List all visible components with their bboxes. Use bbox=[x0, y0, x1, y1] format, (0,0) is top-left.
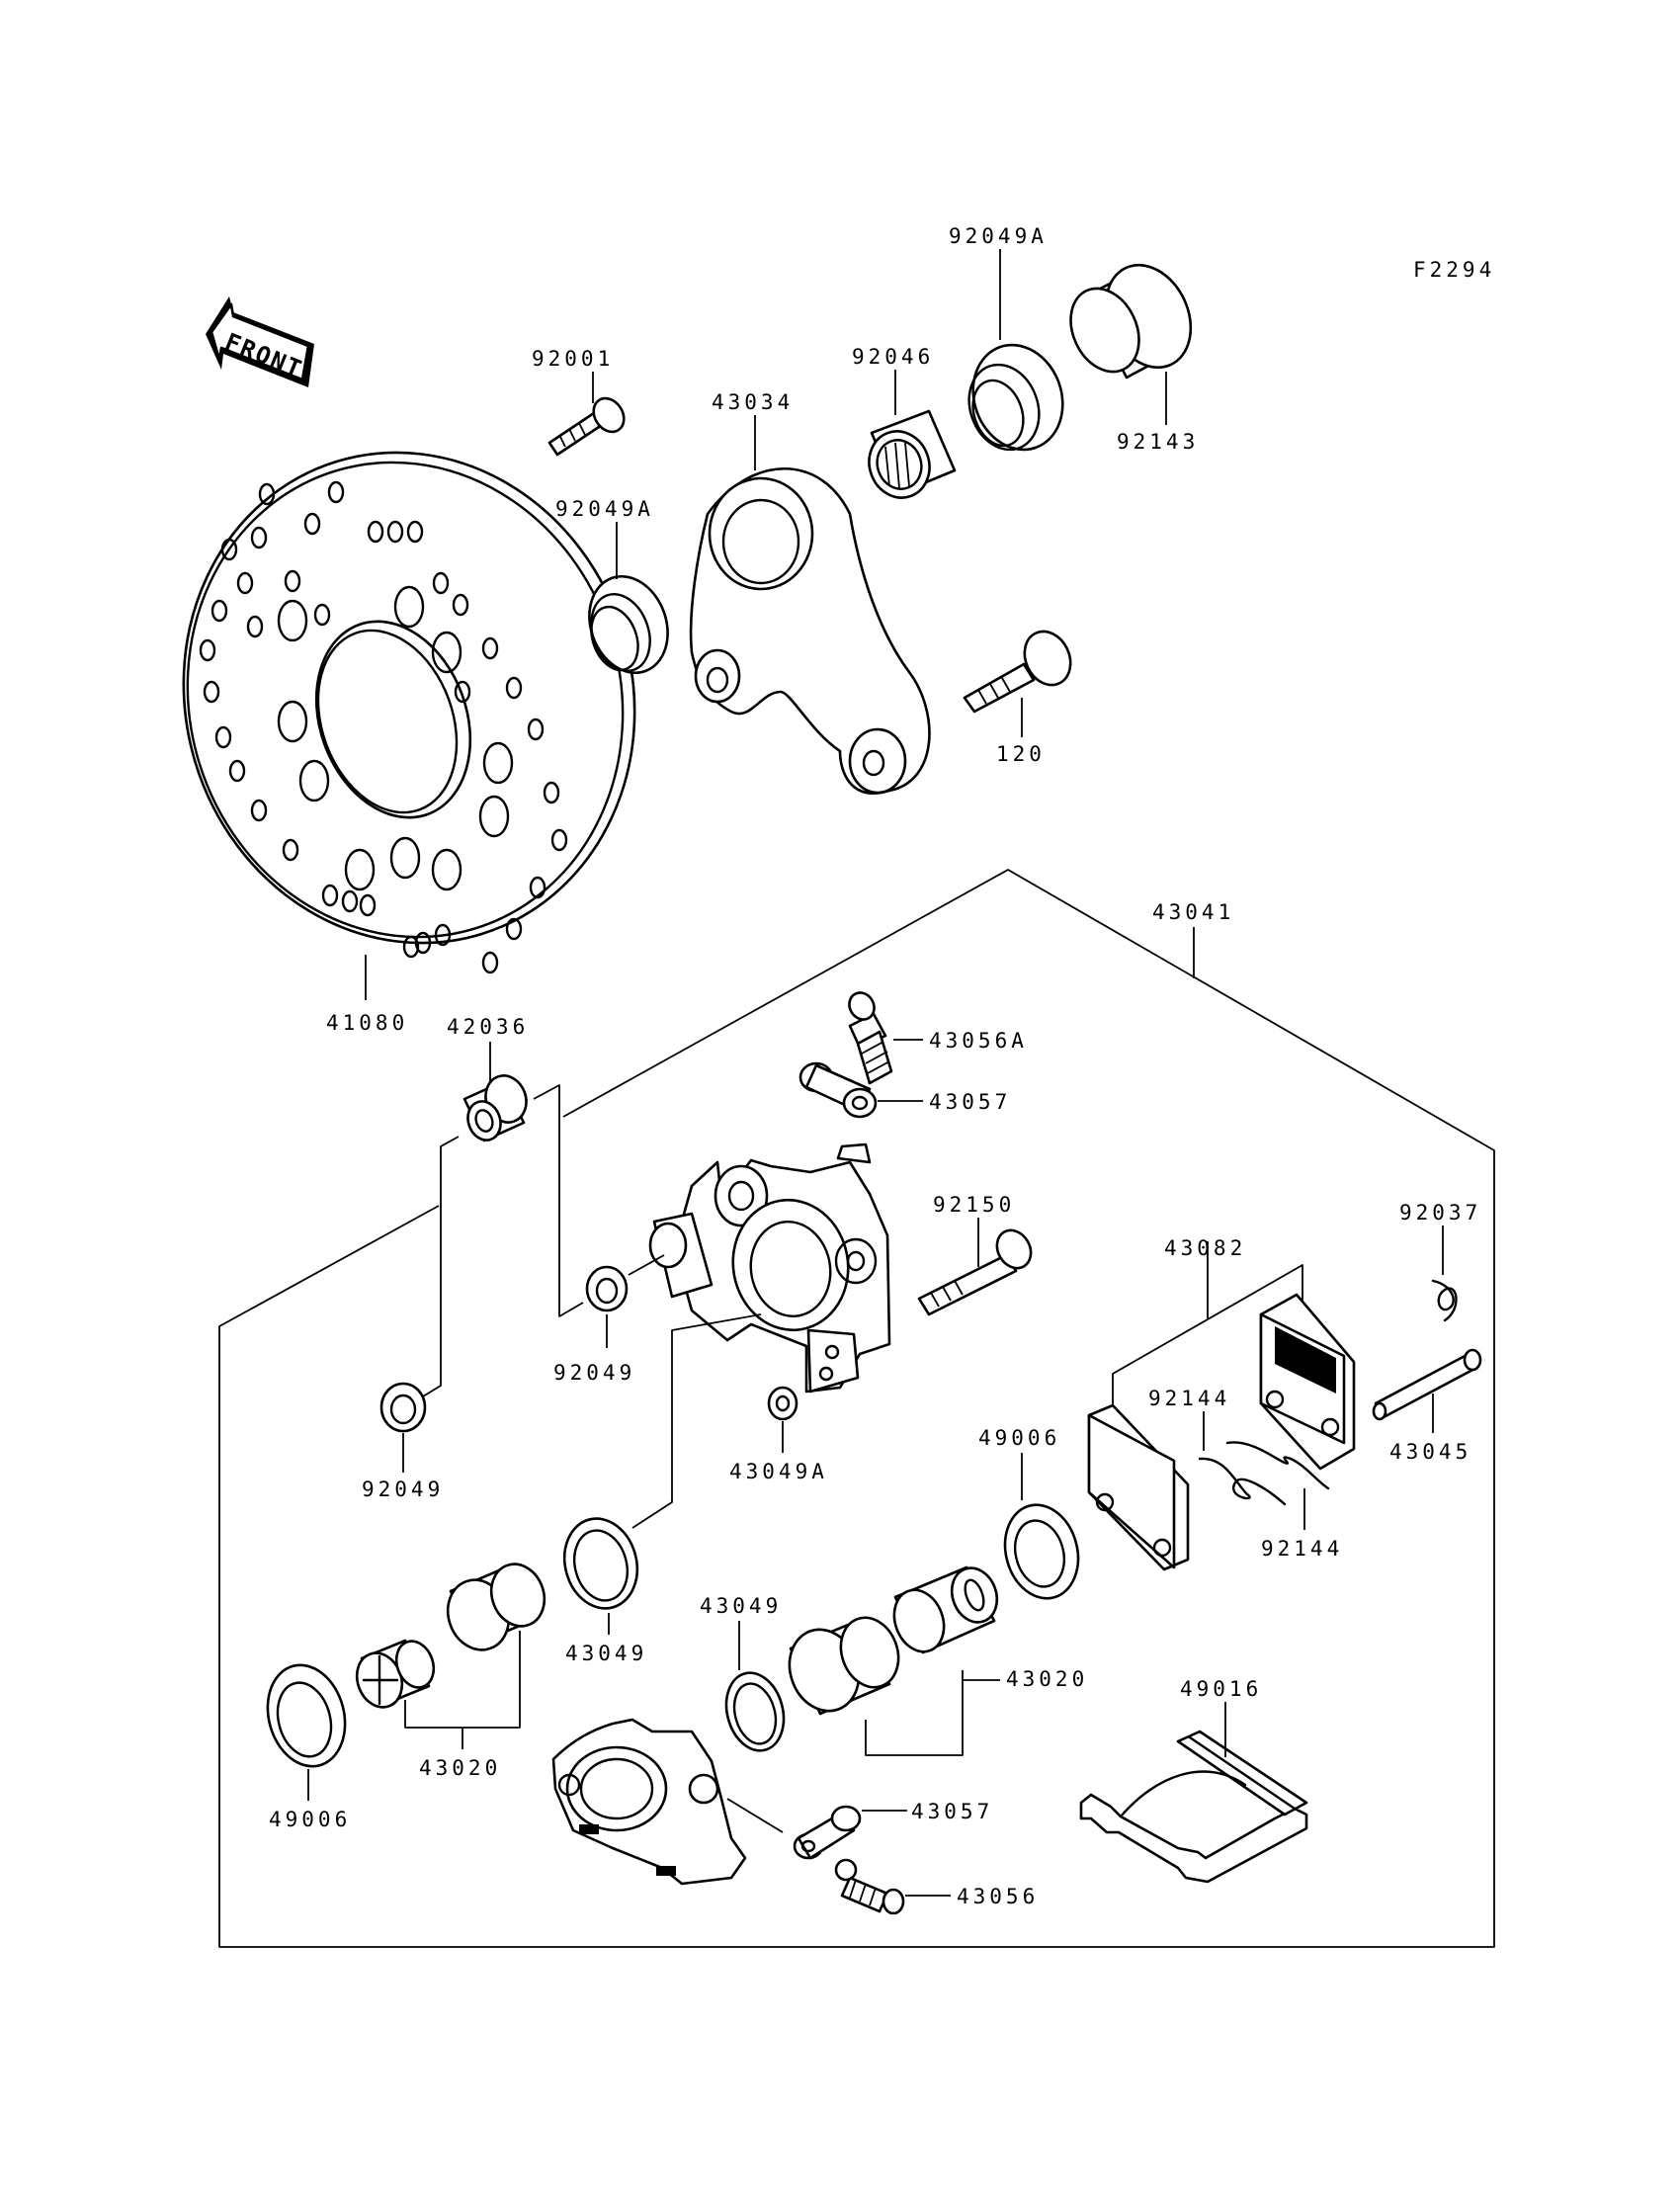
seal-92049-middle bbox=[585, 1265, 629, 1312]
bleed-valve-43056A bbox=[848, 991, 893, 1085]
callout-43057-top: 43057 bbox=[929, 1090, 1011, 1114]
brake-pad-outer bbox=[1087, 1403, 1190, 1571]
bleed-cap-43057-bottom bbox=[793, 1805, 862, 1860]
callout-43034: 43034 bbox=[712, 390, 794, 414]
callout-92144-a: 92144 bbox=[1148, 1387, 1230, 1410]
collar-42036 bbox=[462, 1074, 528, 1142]
callout-92150: 92150 bbox=[933, 1193, 1015, 1217]
callout-43020-right: 43020 bbox=[1006, 1667, 1088, 1691]
bolt-120 bbox=[963, 630, 1072, 714]
callout-43041: 43041 bbox=[1152, 900, 1234, 924]
torque-link-43034 bbox=[689, 467, 931, 795]
callout-43020-left: 43020 bbox=[419, 1756, 501, 1780]
front-direction-arrow: FRONT bbox=[206, 296, 314, 387]
callout-41080: 41080 bbox=[326, 1011, 408, 1035]
callout-43049A: 43049A bbox=[729, 1460, 828, 1483]
callout-92049-left: 92049 bbox=[362, 1478, 444, 1501]
pad-spring-a bbox=[1198, 1457, 1287, 1506]
seal-92049-left bbox=[379, 1382, 427, 1433]
seal-43049-right bbox=[724, 1671, 786, 1752]
callout-92144-b: 92144 bbox=[1261, 1537, 1343, 1561]
callout-43049-left: 43049 bbox=[565, 1642, 647, 1665]
piston-43020-right bbox=[788, 1616, 900, 1716]
bleed-valve-43056 bbox=[834, 1858, 905, 1915]
piston-43020-left bbox=[446, 1563, 546, 1651]
seal-92049A-middle bbox=[588, 574, 669, 675]
callout-92001: 92001 bbox=[532, 347, 614, 371]
seal-49006-right bbox=[1003, 1503, 1080, 1600]
callout-43045: 43045 bbox=[1389, 1440, 1471, 1464]
bushing-43049A bbox=[767, 1386, 798, 1421]
callout-92049A-middle: 92049A bbox=[555, 497, 654, 521]
seal-92049A-top bbox=[967, 343, 1064, 452]
callout-92143: 92143 bbox=[1117, 430, 1199, 454]
callout-42036: 42036 bbox=[447, 1015, 529, 1039]
caliper-assembly-boundary bbox=[218, 869, 1495, 1948]
needle-bearing-92046 bbox=[868, 409, 957, 499]
callout-43056A: 43056A bbox=[929, 1029, 1028, 1053]
callout-92049A-top: 92049A bbox=[949, 224, 1048, 248]
brake-pad-inner bbox=[1259, 1293, 1356, 1471]
callout-49006-left: 49006 bbox=[269, 1808, 351, 1831]
disc-holes bbox=[199, 480, 568, 974]
caliper-body-upper bbox=[648, 1142, 891, 1394]
piston-insulator-43020-right bbox=[892, 1565, 999, 1654]
seal-43049-left bbox=[562, 1517, 639, 1610]
callout-92037: 92037 bbox=[1399, 1201, 1481, 1225]
brake-disc bbox=[182, 451, 636, 974]
callout-43082: 43082 bbox=[1164, 1236, 1246, 1260]
callout-92049-middle: 92049 bbox=[553, 1361, 635, 1385]
collar-92143 bbox=[1069, 263, 1193, 380]
bolt-92001 bbox=[547, 396, 626, 457]
bleed-cap-43057-top bbox=[798, 1061, 878, 1119]
callout-92046: 92046 bbox=[852, 345, 934, 369]
callout-49006-right: 49006 bbox=[978, 1426, 1060, 1450]
callout-43057-bottom: 43057 bbox=[911, 1800, 993, 1823]
cotter-pin-92037 bbox=[1431, 1279, 1458, 1322]
callout-43049-right: 43049 bbox=[700, 1594, 782, 1618]
seal-49006-left bbox=[266, 1663, 347, 1768]
callout-43056: 43056 bbox=[957, 1885, 1039, 1908]
pad-spring-49016 bbox=[1079, 1730, 1308, 1884]
callout-120: 120 bbox=[996, 742, 1046, 766]
caliper-body-lower bbox=[551, 1718, 747, 1886]
figure-code: F2294 bbox=[1413, 258, 1495, 282]
bolt-92150 bbox=[917, 1228, 1033, 1316]
pad-pin-43045 bbox=[1372, 1348, 1482, 1421]
piston-insulator-43020-left bbox=[355, 1639, 436, 1709]
pad-spring-b bbox=[1225, 1441, 1330, 1490]
callout-49016: 49016 bbox=[1180, 1677, 1262, 1701]
